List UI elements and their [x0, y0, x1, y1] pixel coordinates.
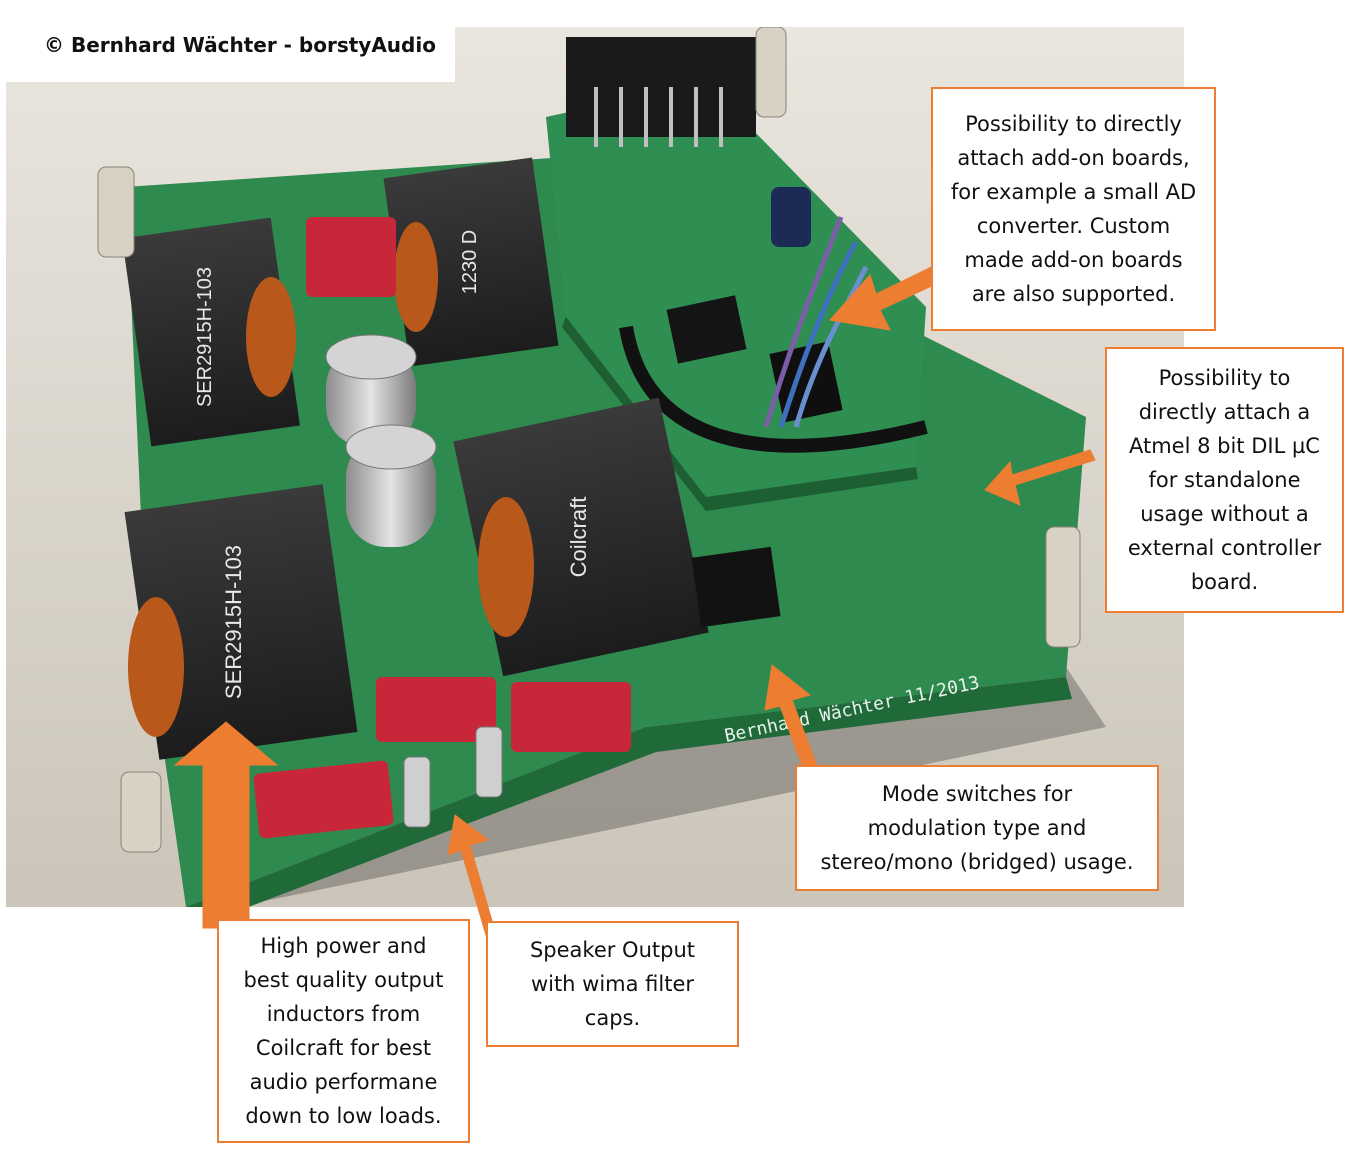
film-capacitors: [253, 217, 631, 839]
inductor-top-right: 1230 D: [383, 157, 559, 367]
speaker-terminals: [403, 726, 503, 828]
callout-atmel: Possibility to directly attach a Atmel 8…: [1105, 347, 1344, 613]
inductor-bottom-left: SER2915H-103: [124, 484, 358, 760]
svg-text:1230 D: 1230 D: [459, 230, 481, 295]
callout-addon-boards: Possibility to directly attach add-on bo…: [931, 87, 1216, 331]
callout-addon-text: Possibility to directly attach add-on bo…: [950, 112, 1197, 306]
capacitors: [325, 334, 437, 547]
callout-atmel-text: Possibility to directly attach a Atmel 8…: [1127, 366, 1322, 594]
callout-mode-text: Mode switches for modulation type and st…: [820, 782, 1134, 874]
callout-inductors: High power and best quality output induc…: [217, 919, 470, 1143]
amplifier-illustration: SER2915H-103 1230 D SER2915H-103 Coilcra…: [97, 27, 1106, 907]
mode-dip-switch: [691, 546, 781, 628]
inductor-top-left: SER2915H-103: [122, 217, 300, 447]
svg-text:SER2915H-103: SER2915H-103: [221, 545, 246, 699]
callout-speaker-output: Speaker Output with wima filter caps.: [486, 921, 739, 1047]
callout-mode-switches: Mode switches for modulation type and st…: [795, 765, 1159, 891]
inductor-bottom-right: Coilcraft: [453, 397, 709, 677]
copyright-banner: © Bernhard Wächter - borstyAudio: [0, 0, 455, 82]
svg-text:SER2915H-103: SER2915H-103: [194, 267, 216, 407]
callout-inductor-text: High power and best quality output induc…: [243, 934, 444, 1128]
svg-text:Coilcraft: Coilcraft: [566, 497, 591, 578]
copyright-text: © Bernhard Wächter - borstyAudio: [44, 33, 436, 57]
callout-speaker-text: Speaker Output with wima filter caps.: [529, 938, 696, 1030]
